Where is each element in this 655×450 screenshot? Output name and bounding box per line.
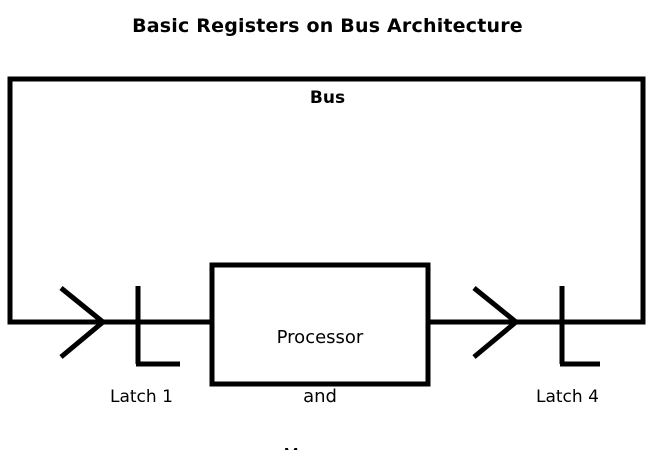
processor-memory-label-line-1: Processor	[276, 327, 364, 348]
bus-label: Bus	[309, 88, 346, 108]
latch-1-label: Latch 1	[110, 387, 173, 407]
diagram-title: Basic Registers on Bus Architecture	[132, 15, 523, 37]
processor-memory-label-line-2: and	[303, 386, 337, 407]
latch1-buffer-arrow-icon	[59, 286, 107, 359]
latch-4-label: Latch 4	[536, 387, 599, 407]
processor-memory-label-line-3: Memory	[212, 444, 428, 450]
latch4-buffer-arrow-icon	[472, 286, 520, 359]
processor-memory-label: Processor and Memory	[212, 290, 428, 450]
processor-memory-box	[209, 262, 431, 387]
